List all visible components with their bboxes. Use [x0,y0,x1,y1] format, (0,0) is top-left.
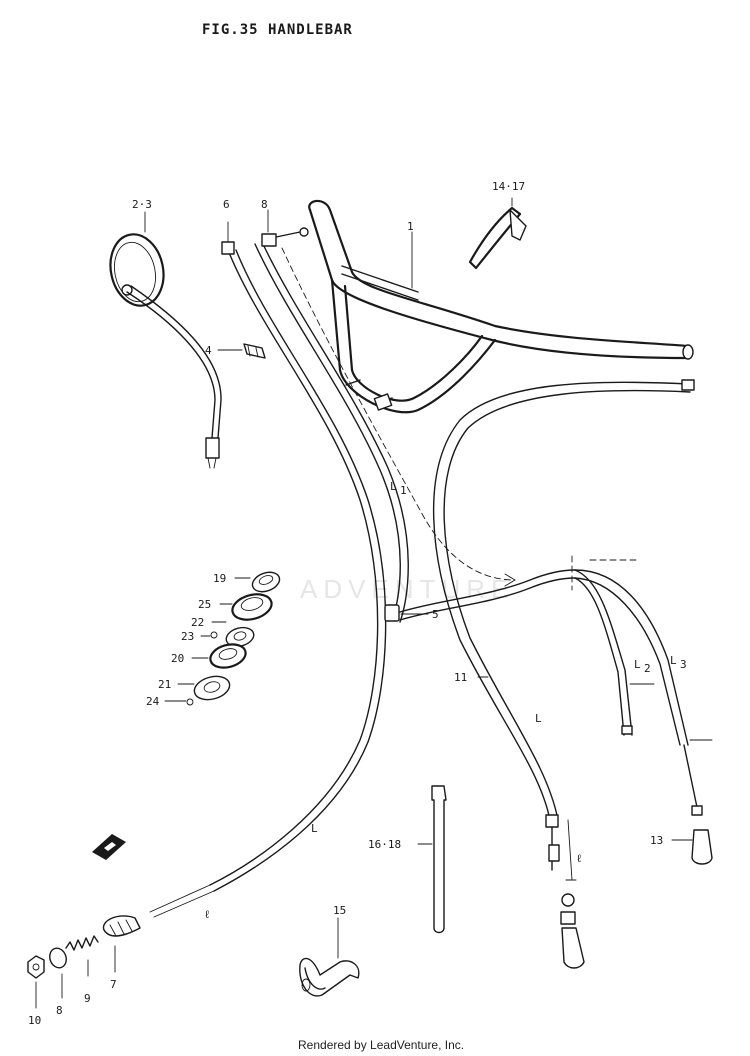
callout-24: 24 [146,695,160,708]
callout-22: 22 [191,616,204,629]
locknut-part-10[interactable] [27,955,45,1009]
callout-7: 7 [110,978,117,991]
callout-4: 4 [205,344,212,357]
handlebar-part-1[interactable] [308,199,694,414]
throttle-cable-route-l1 [281,247,516,587]
callout-23: 23 [181,630,194,643]
callout-9: 8 [56,1004,63,1017]
grip-part-14-17[interactable] [468,197,527,270]
dim-l2: L [634,658,641,671]
clip-part-4[interactable] [217,343,266,359]
callout-6: 6 [223,198,230,211]
callout-13: 13 [650,834,663,847]
dim-small-l-throttle: ℓ [576,852,583,865]
callout-12: 8 [261,198,268,211]
dim-l-throttle: L [535,712,542,725]
callout-21: 21 [158,678,171,691]
front-direction-arrow [92,834,126,860]
callout-14-17: 14·17 [492,180,525,193]
callout-16-18: 16·18 [368,838,401,851]
cable-clamp-part-5[interactable] [384,604,429,622]
callout-8: 9 [84,992,91,1005]
footer-credit: Rendered by LeadVenture, Inc. [298,1038,464,1052]
cable-boot[interactable] [560,893,585,969]
callout-15: 15 [333,904,346,917]
watermark-text: ADVENTURE [300,574,514,604]
callout-5: 5 [432,608,439,621]
bracket-part-15[interactable] [299,917,360,997]
throttle-cable-split[interactable] [399,555,713,816]
spring-part-8[interactable] [65,935,99,977]
callout-11: 11 [454,671,467,684]
rod-part-16-18[interactable] [417,785,447,934]
figure-title: FIG.35 HANDLEBAR [202,22,353,38]
cable-part-11[interactable] [432,379,695,881]
callout-25: 25 [198,598,211,611]
callout-20: 20 [171,652,184,665]
dim-small-l-clutch: ℓ [204,908,211,921]
dim-l2-sub: 2 [644,662,651,675]
clutch-cable[interactable] [149,221,387,918]
adjuster-part-7[interactable] [102,915,141,973]
perch-parts-stack[interactable] [164,569,282,706]
callout-19: 19 [213,572,226,585]
nut-part-9[interactable] [47,946,69,999]
dim-l3: L [670,654,677,667]
cap-part-13[interactable] [671,829,713,865]
mirror-part-2-3[interactable] [104,211,222,469]
callout-1: 1 [407,220,414,233]
dim-l-clutch: L [311,822,318,835]
throttle-cable-upper[interactable] [254,209,409,623]
callout-10: 10 [28,1014,41,1027]
callout-2-3: 2·3 [132,198,152,211]
dim-l1: L [390,480,397,493]
dim-l1-sub: 1 [400,484,407,497]
dim-l3-sub: 3 [680,658,687,671]
